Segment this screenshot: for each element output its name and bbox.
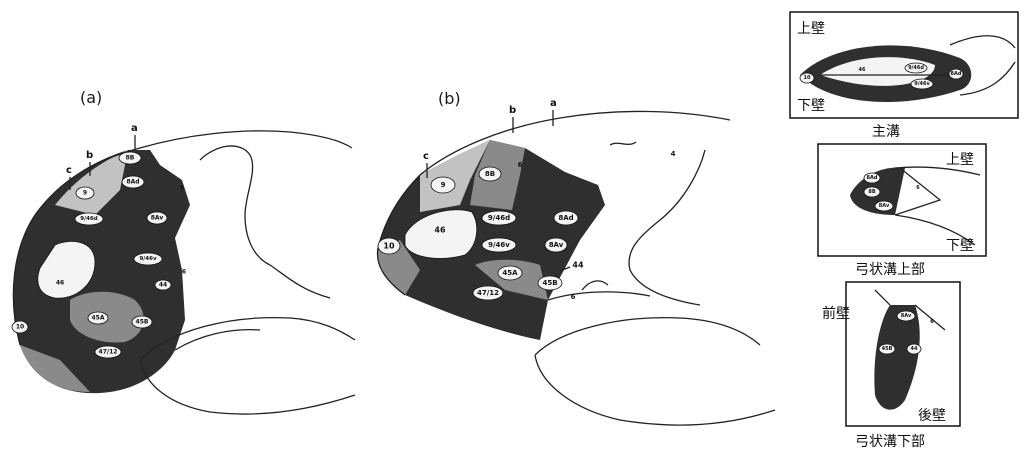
panel-a-sulcus-1 (200, 146, 270, 265)
area-label: 10 (383, 242, 395, 251)
panel-b-small-sulcus-1 (610, 142, 636, 145)
area-label: 9/46v (488, 241, 510, 249)
panel-b-marker-c: c (423, 151, 429, 162)
panel-b-marker-b: b (509, 105, 516, 116)
area-label: 10 (16, 324, 24, 331)
area-label: 6 (916, 185, 920, 191)
area-label: 8Av (901, 313, 912, 319)
area-label: 8B (126, 155, 135, 162)
area-label: 46 (56, 280, 64, 287)
inset-arcuate-lower-front-wall: 前壁 (822, 305, 850, 322)
area-label: 8B (868, 189, 875, 195)
area-label: 8Ad (558, 214, 573, 222)
area-label: 45A (502, 269, 518, 277)
area-label: 45B (136, 319, 149, 326)
inset-arcuate-upper-upper-wall: 上壁 (946, 152, 974, 168)
panel-a-label: (a) (80, 88, 102, 107)
area-label: 45B (882, 346, 893, 352)
area-label: 8Ad (867, 175, 878, 181)
area-label: 47/12 (477, 289, 499, 297)
area-label: 46 (859, 67, 866, 73)
panel-a: (a) a b c 8B 8Ad 9 9/46d (12, 88, 355, 414)
inset-arcuate-lower-caption: 弓状溝下部 (855, 434, 925, 450)
inset-arcuate-upper-caption: 弓状溝上部 (855, 262, 925, 278)
area-label: 47/12 (99, 349, 118, 356)
inset-principal-lower-wall: 下壁 (797, 98, 825, 114)
panel-b-sylvian (548, 292, 650, 300)
inset-arcuate-lower: 8Av 6 45B 44 前壁 後壁 弓状溝下部 (822, 282, 960, 450)
panel-b-label: (b) (438, 89, 461, 108)
area-label: 9/46v (914, 81, 930, 87)
panel-a-marker-a: a (131, 123, 138, 134)
area-label: 8Ad (126, 179, 139, 186)
area-label: 9/46d (488, 214, 510, 222)
inset-arcuate-upper-lower-wall: 下壁 (946, 238, 974, 254)
inset-principal-upper-wall: 上壁 (797, 21, 825, 37)
panel-a-marker-b: b (86, 150, 93, 161)
area-label: 4 (671, 150, 676, 158)
area-label: 8Av (549, 241, 564, 249)
area-label: 9 (83, 190, 87, 197)
area-label: 9/46d (80, 216, 97, 222)
area-label: 9/46v (139, 256, 156, 262)
panel-a-marker-c: c (66, 165, 72, 176)
panel-b-marker-a: a (550, 98, 557, 109)
area-label: 6 (930, 319, 934, 325)
inset-principal-sulcus: 9/46d 46 9/46v 10 8Ad 上壁 下壁 主溝 (790, 12, 1018, 140)
area-label: 8B (485, 170, 495, 178)
panel-b: (b) a b c 8B 9 9/46d (377, 89, 775, 425)
panel-b-central-sulcus (629, 150, 705, 305)
area-label: 6 (571, 293, 576, 301)
inset-principal-caption: 主溝 (872, 124, 900, 140)
area-label: 8Av (151, 215, 164, 222)
area-label: 9 (441, 181, 446, 189)
area-label: 6 (180, 185, 184, 192)
area-label: 8Av (879, 203, 890, 209)
panel-b-small-sulcus-2 (582, 281, 608, 290)
inset-arcuate-lower-back-wall: 後壁 (918, 408, 946, 424)
inset-arcuate-upper: 8Ad 8B 8Av 6 上壁 下壁 弓状溝上部 (818, 144, 986, 278)
area-label: 44 (159, 282, 167, 289)
area-label: 44 (911, 346, 918, 352)
area-label: 9/46d (908, 65, 924, 71)
area-label: 8Ad (951, 71, 962, 77)
panel-b-arrow-44-label: 44 (572, 261, 584, 270)
area-label: 46 (434, 226, 446, 235)
area-label: 10 (804, 75, 811, 81)
panel-a-sulcus-2 (270, 265, 330, 298)
area-label: 45B (542, 279, 557, 287)
panel-b-temporal-lobe (535, 318, 775, 426)
area-label: 6 (182, 269, 186, 276)
area-label: 45A (92, 315, 105, 322)
panel-a-sylvian (175, 330, 260, 350)
area-label: 6 (518, 161, 523, 169)
